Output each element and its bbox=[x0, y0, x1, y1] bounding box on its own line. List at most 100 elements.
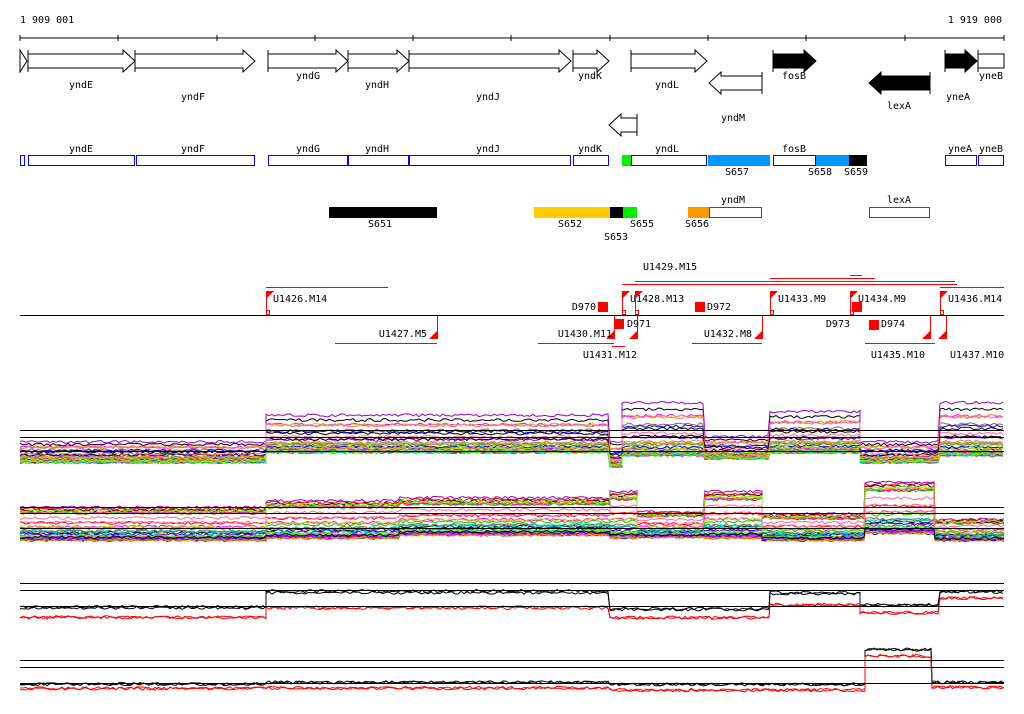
gene-label: yneA bbox=[946, 92, 970, 103]
feature-label: U1436.M14 bbox=[948, 294, 1002, 305]
feature-label: U1429.M15 bbox=[643, 262, 697, 273]
segment-box bbox=[709, 207, 762, 218]
segment-box bbox=[573, 155, 609, 166]
segment-label: lexA bbox=[887, 195, 911, 206]
segment-label: S658 bbox=[808, 167, 832, 178]
feature-U1435.M10: U1435.M10 bbox=[871, 316, 931, 361]
gene-arrow-icon bbox=[27, 48, 136, 74]
segment-box bbox=[20, 155, 25, 166]
segment-label: yndJ bbox=[476, 144, 500, 155]
segment-box bbox=[348, 155, 409, 166]
segment-box bbox=[329, 207, 437, 218]
gene-yndM: yndM bbox=[708, 70, 763, 124]
profile-trace bbox=[19, 407, 1004, 447]
profile-trace bbox=[19, 434, 1004, 460]
deletion-D970: D970 bbox=[572, 302, 608, 313]
deletion-label: D972 bbox=[707, 302, 731, 313]
profile-trace bbox=[19, 518, 1005, 537]
deletion-D973: D973 bbox=[826, 302, 862, 330]
feature-label: U1426.M14 bbox=[273, 294, 327, 305]
gene-yneB: yneB bbox=[977, 50, 1005, 82]
segment-yndE: yndE bbox=[28, 144, 135, 166]
gene-arrow-icon bbox=[630, 48, 708, 74]
gene-arrow-icon bbox=[267, 48, 349, 74]
profile-trace bbox=[19, 590, 1004, 612]
segment-unnamed bbox=[622, 155, 631, 166]
feature-label: U1434.M9 bbox=[858, 294, 906, 305]
feature-U1437.M10: U1437.M10 bbox=[938, 316, 1004, 361]
profile-trace bbox=[19, 485, 1005, 524]
profile-trace bbox=[19, 481, 1005, 523]
segment-box bbox=[610, 207, 623, 218]
gene-unnamed bbox=[19, 48, 28, 74]
ruler-end-label: 1 919 000 bbox=[948, 15, 1002, 26]
deletion-label: D974 bbox=[881, 319, 905, 330]
segment-yndG: yndG bbox=[268, 144, 348, 166]
feature-label: U1430.M11 bbox=[558, 329, 612, 340]
segment-box bbox=[268, 155, 348, 166]
segment-yndJ: yndJ bbox=[409, 144, 571, 166]
feature-U1434.M9: U1434.M9 bbox=[850, 291, 906, 315]
gene-label: lexA bbox=[887, 101, 911, 112]
segment-label: fosB bbox=[782, 144, 806, 155]
ruler: 1 909 001 1 919 000 bbox=[19, 15, 1005, 41]
deletion-marker bbox=[852, 302, 862, 312]
segment-box bbox=[631, 155, 707, 166]
segment-S655: S655 bbox=[623, 207, 654, 230]
segment-box bbox=[409, 155, 571, 166]
feature-flag-icon bbox=[622, 291, 630, 299]
segment-label: yndG bbox=[296, 144, 320, 155]
gene-arrow-icon bbox=[608, 112, 638, 138]
profile-trace bbox=[20, 526, 1005, 541]
gene-arrow-icon bbox=[572, 48, 610, 74]
segment-yneA: yneA bbox=[945, 144, 977, 166]
segment-box bbox=[623, 207, 637, 218]
segment-yndH: yndH bbox=[348, 144, 409, 166]
feature-U1429.M15: U1429.M15 bbox=[635, 262, 697, 315]
ruler-ticks bbox=[19, 35, 1005, 41]
gene-label: yndE bbox=[69, 80, 93, 91]
feature-U1432.M8: U1432.M8 bbox=[704, 316, 763, 340]
feature-U1433.M9: U1433.M9 bbox=[770, 291, 826, 315]
feature-anchor bbox=[266, 310, 270, 315]
segment-box bbox=[773, 155, 816, 166]
deletion-marker bbox=[598, 302, 608, 312]
gene-label: fosB bbox=[782, 71, 806, 82]
gene-label: yndL bbox=[655, 80, 679, 91]
gene-label: yndH bbox=[365, 80, 389, 91]
gene-arrow-icon bbox=[977, 53, 1005, 69]
profile-trace bbox=[19, 446, 1004, 466]
gene-fosB: fosB bbox=[772, 48, 817, 82]
segment-fosB: fosB bbox=[773, 144, 816, 166]
segment-S656: S656 bbox=[685, 207, 709, 230]
segment-box bbox=[622, 155, 631, 166]
gene-yndG: yndG bbox=[267, 48, 349, 82]
segment-box bbox=[28, 155, 135, 166]
gene-label: yndG bbox=[296, 71, 320, 82]
gene-yndH: yndH bbox=[347, 48, 410, 91]
deletion-marker bbox=[869, 320, 879, 330]
gene-arrow-icon bbox=[944, 48, 978, 74]
segment-label: yneB bbox=[979, 144, 1003, 155]
segment-S659: S659 bbox=[844, 155, 868, 178]
gene-arrow-icon bbox=[868, 70, 931, 96]
segment-yneB: yneB bbox=[978, 144, 1004, 166]
gene-yndF: yndF bbox=[134, 48, 256, 103]
profile-trace bbox=[19, 495, 1005, 529]
segment-label: S656 bbox=[685, 219, 709, 230]
segment-yndK: yndK bbox=[573, 144, 609, 166]
profile-trace bbox=[19, 446, 1004, 466]
profile-trace bbox=[19, 400, 1004, 444]
gene-arrow-icon bbox=[134, 48, 256, 74]
feature-label: U1432.M8 bbox=[704, 329, 752, 340]
feature-anchor bbox=[635, 310, 639, 315]
segment-label: yndF bbox=[181, 144, 205, 155]
segment-label: yndE bbox=[69, 144, 93, 155]
feature-flag-icon bbox=[629, 331, 637, 339]
segment-box bbox=[688, 207, 709, 218]
segment-S657: S657 bbox=[708, 155, 770, 178]
segment-box bbox=[849, 155, 867, 166]
